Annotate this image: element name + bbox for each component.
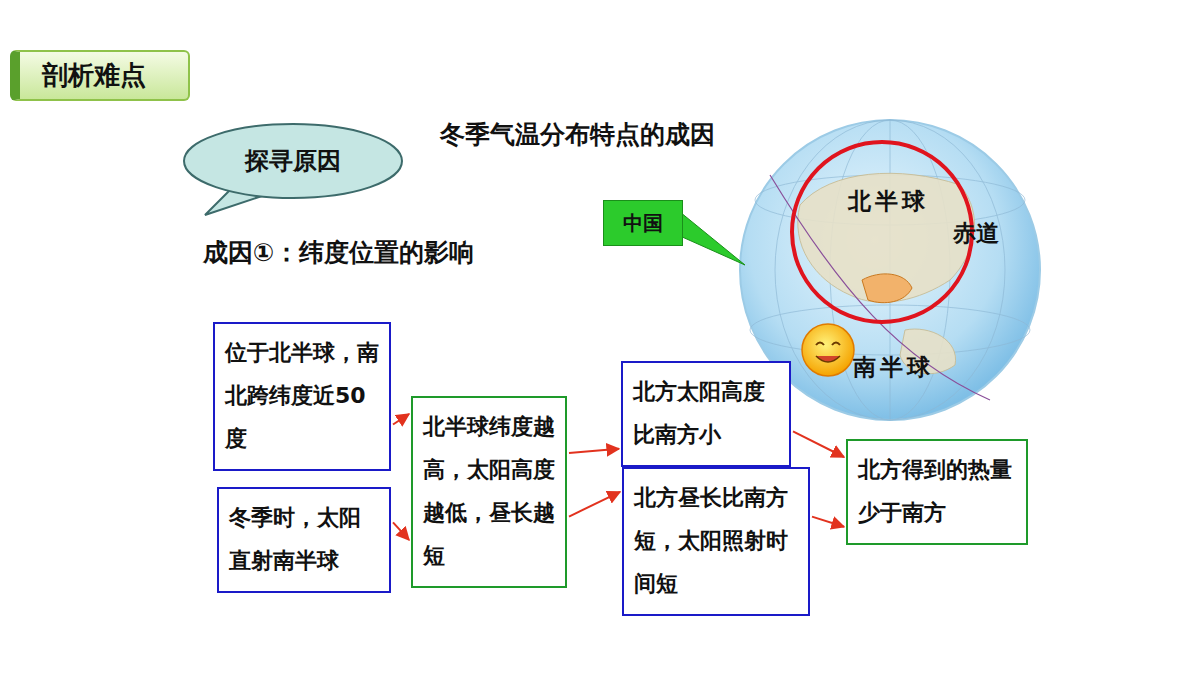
node-text: 北半球纬度越高，太阳高度越低，昼长越短 (423, 406, 555, 578)
node-text: 剖析难点 (42, 58, 174, 93)
process-box: 北半球纬度越高，太阳高度越低，昼长越短 (411, 396, 567, 588)
flow-arrow (569, 449, 619, 453)
callout-pointer (680, 212, 745, 265)
flow-arrow (393, 522, 409, 539)
hemisphere-label: 北半球 (848, 186, 929, 217)
process-box: 北方昼长比南方短，太阳照射时间短 (622, 467, 810, 616)
result-box: 北方得到的热量少于南方 (846, 439, 1028, 545)
equator-circle (792, 142, 972, 322)
diagram-title: 冬季气温分布特点的成因 (440, 118, 715, 151)
node-text: 冬季时，太阳直射南半球 (229, 497, 379, 583)
callout-box: 中国 (603, 200, 683, 246)
process-box: 北方太阳高度比南方小 (621, 361, 791, 467)
node-text: 北方昼长比南方短，太阳照射时间短 (634, 477, 798, 606)
sun (802, 324, 854, 376)
node-text: 北方得到的热量少于南方 (858, 449, 1016, 535)
china-shape (862, 274, 912, 303)
node-text: 探寻原因 (245, 145, 341, 177)
cause-heading: 成因①：纬度位置的影响 (203, 236, 474, 269)
graticule (750, 120, 1030, 420)
flow-arrow (812, 517, 844, 527)
node-text: 中国 (623, 210, 663, 237)
section-badge: 剖析难点 (10, 50, 190, 101)
speech-bubble: 探寻原因 (182, 122, 404, 200)
orbit-line (770, 175, 990, 400)
flow-arrow (393, 414, 409, 425)
process-box: 冬季时，太阳直射南半球 (217, 487, 391, 593)
bubble-ellipse (184, 124, 402, 198)
flow-arrow (569, 492, 620, 517)
node-text: 位于北半球，南北跨纬度近50度 (225, 332, 379, 461)
process-box: 位于北半球，南北跨纬度近50度 (213, 322, 391, 471)
hemisphere-label: 南半球 (853, 352, 934, 383)
equator-label: 赤道 (953, 218, 999, 249)
node-text: 北方太阳高度比南方小 (633, 371, 779, 457)
flow-arrow (793, 431, 844, 457)
